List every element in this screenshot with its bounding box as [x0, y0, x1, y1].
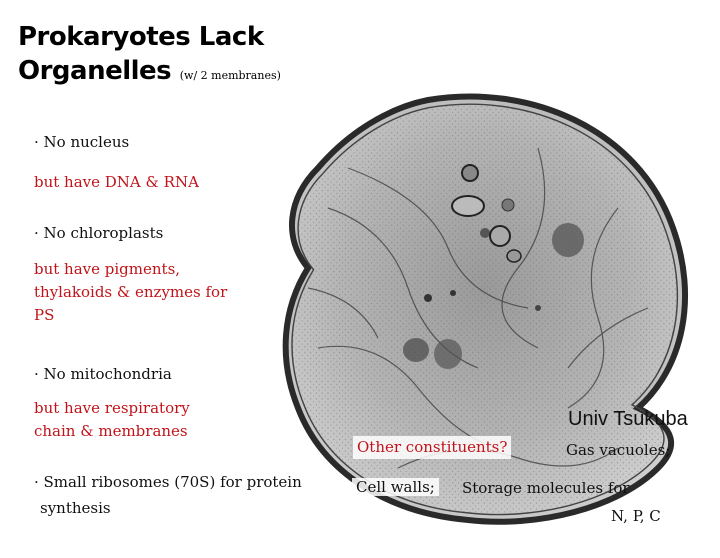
gas-vacuoles-label: Gas vacuoles;: [566, 441, 671, 459]
page-title: Prokaryotes Lack Organelles (w/ 2 membra…: [18, 22, 281, 86]
storage-molecules-label: Storage molecules for: [462, 479, 630, 497]
cell-micrograph-image: [282, 93, 689, 525]
detail-synthesis: synthesis: [40, 499, 111, 517]
title-line-2: Organelles: [18, 56, 172, 86]
cell-walls-label: Cell walls;: [352, 478, 439, 496]
bullet-no-chloroplasts: · No chloroplasts: [34, 224, 164, 242]
bullet-small-ribosomes: · Small ribosomes (70S) for protein: [34, 473, 302, 491]
inclusion-bodies: [403, 164, 584, 369]
detail-dna-rna: but have DNA & RNA: [34, 173, 199, 191]
other-constituents-heading: Other constituents?: [353, 436, 512, 459]
title-note: (w/ 2 membranes): [179, 69, 281, 82]
title-line-1: Prokaryotes Lack: [18, 22, 264, 52]
detail-pigments: but have pigments, thylakoids & enzymes …: [34, 260, 228, 324]
storage-elements-label: N, P, C: [611, 507, 661, 525]
image-credit: Univ Tsukuba: [568, 408, 688, 430]
bullet-no-mitochondria: · No mitochondria: [34, 365, 172, 383]
detail-respiratory-chain: but have respiratory chain & membranes: [34, 399, 190, 440]
bullet-no-nucleus: · No nucleus: [34, 133, 130, 151]
